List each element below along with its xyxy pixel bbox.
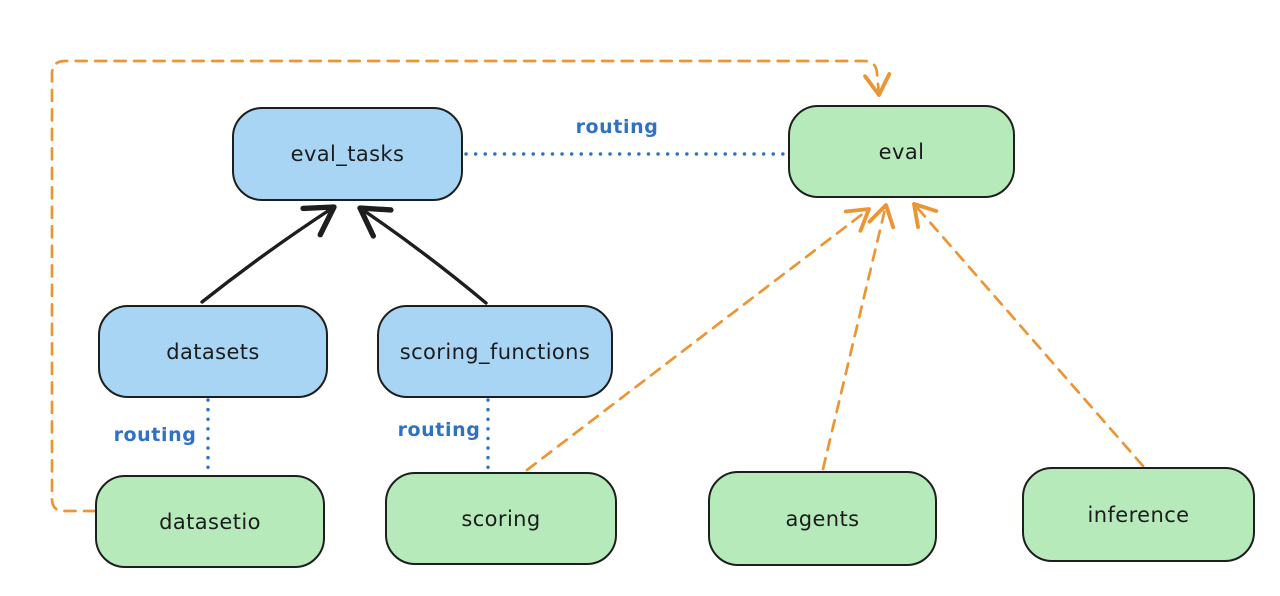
node-scoring: scoring xyxy=(385,472,617,565)
node-inference: inference xyxy=(1022,467,1255,562)
routing-label-scoring_functions-scoring: routing xyxy=(397,419,481,441)
node-eval_tasks: eval_tasks xyxy=(232,107,463,201)
node-scoring-label: scoring xyxy=(461,506,541,531)
node-scoring_functions-label: scoring_functions xyxy=(399,339,591,364)
edge-datasetio-to-eval xyxy=(50,59,892,513)
edge-scoring-to-eval xyxy=(525,207,871,472)
node-eval_tasks-label: eval_tasks xyxy=(290,142,405,166)
node-agents-label: agents xyxy=(785,506,860,531)
node-datasetio-label: datasetio xyxy=(159,509,261,534)
node-datasets: datasets xyxy=(98,305,328,398)
edge-inference-to-eval xyxy=(912,202,1145,468)
node-datasetio: datasetio xyxy=(95,475,325,568)
routing-label-datasets-datasetio: routing xyxy=(113,424,197,446)
node-datasets-label: datasets xyxy=(166,339,260,364)
edge-scoring_functions-to-eval_tasks xyxy=(357,205,488,305)
node-agents: agents xyxy=(708,471,937,566)
node-eval: eval xyxy=(788,105,1015,198)
edge-datasets-to-eval_tasks xyxy=(200,204,337,304)
node-inference-label: inference xyxy=(1087,502,1190,527)
node-eval-label: eval xyxy=(878,139,925,164)
routing-label-eval_tasks-eval: routing xyxy=(575,116,659,138)
edge-agents-to-eval xyxy=(821,203,896,471)
node-scoring_functions: scoring_functions xyxy=(377,305,613,398)
